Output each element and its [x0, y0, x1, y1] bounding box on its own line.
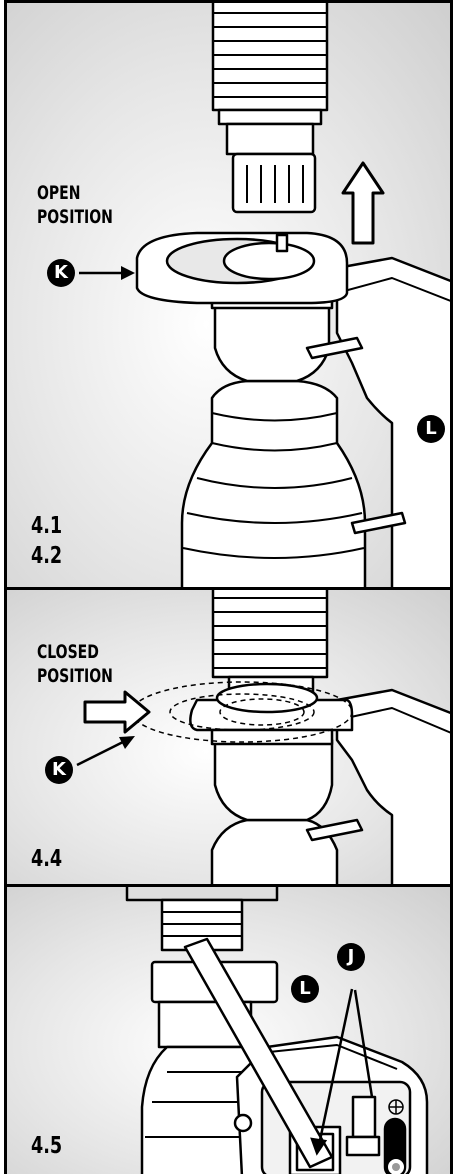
up-arrow-icon: [341, 161, 385, 245]
closed-position-label: CLOSED POSITION: [37, 641, 113, 687]
pointer-arrow-icon: [79, 266, 135, 280]
open-position-label: OPEN POSITION: [37, 182, 113, 228]
panel-open-position: OPEN POSITION K L 4.1 4.2: [4, 0, 453, 590]
step-number: 4.4: [31, 846, 63, 872]
callout-l: L: [417, 415, 445, 443]
callout-k: K: [47, 259, 75, 287]
right-arrow-icon: [83, 690, 151, 734]
pointer-arrow-icon: [76, 736, 135, 767]
panel-final-view: J L 4.5: [4, 884, 453, 1174]
ground-symbol-icon: [388, 1099, 404, 1115]
open-position-illustration: [79, 3, 450, 587]
final-view-illustration: [125, 887, 429, 1174]
step-numbers: 4.1 4.2: [31, 513, 63, 569]
panel-closed-position: CLOSED POSITION K 4.4: [4, 587, 453, 887]
step-number: 4.5: [31, 1133, 63, 1159]
callout-j: J: [337, 943, 365, 971]
callout-l: L: [291, 975, 319, 1003]
closed-position-illustration: [76, 590, 450, 884]
pointer-arrow-icon: [310, 988, 374, 1156]
callout-k: K: [45, 756, 73, 784]
